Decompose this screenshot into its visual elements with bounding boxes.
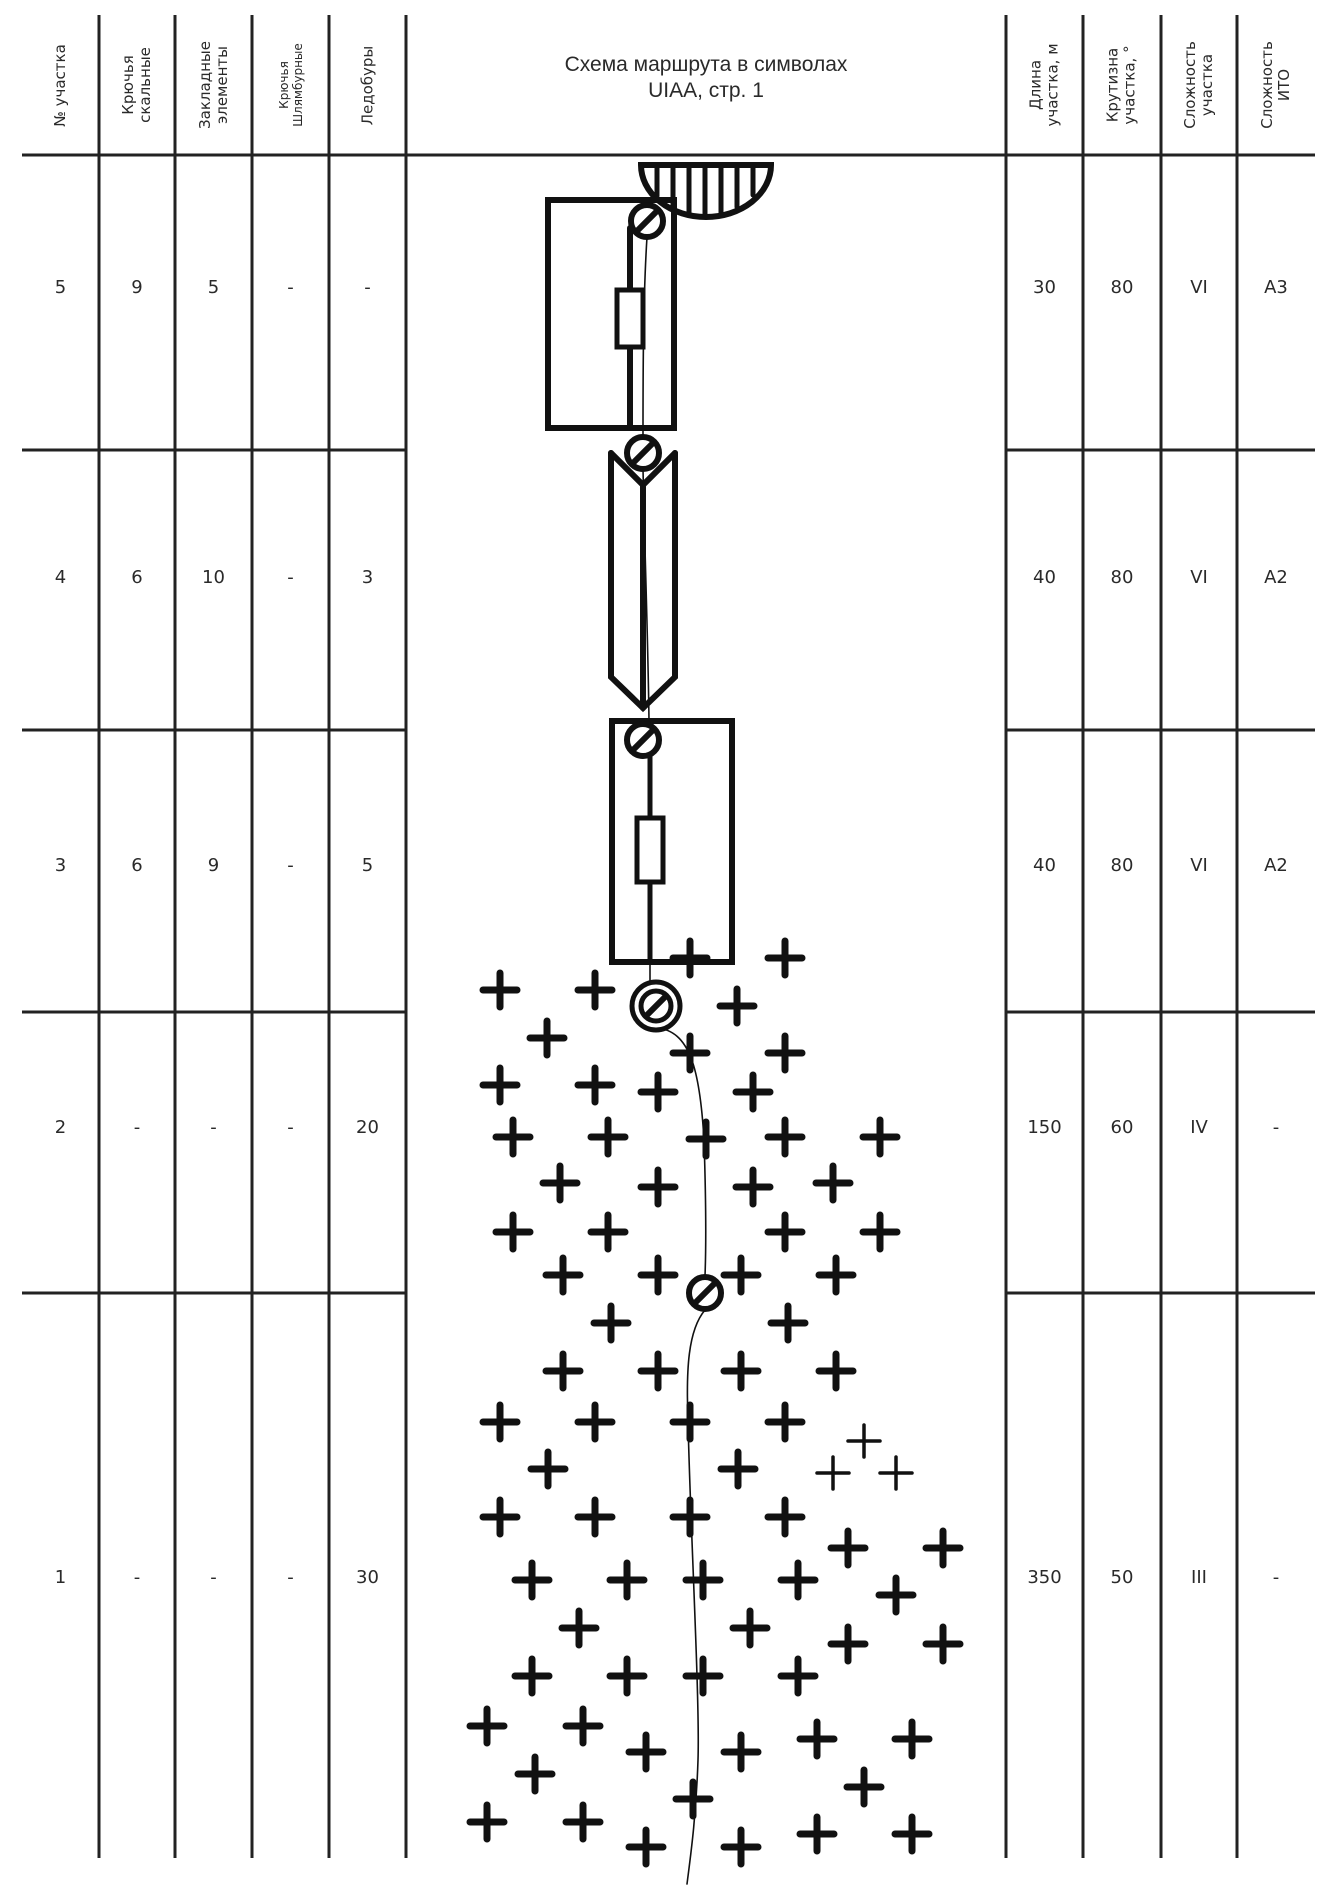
header-difficulty: Сложность участка: [1161, 15, 1237, 155]
header-section-no: № участка: [22, 15, 99, 155]
cell-ice-screws: -: [364, 277, 371, 298]
ice-field-icon: [466, 937, 964, 1868]
belay-station-icon: [624, 721, 662, 759]
header-label: Крутизна участка, °: [1104, 45, 1139, 125]
cell-aid-difficulty: A3: [1264, 277, 1288, 298]
cell-steepness: 80: [1110, 855, 1134, 876]
cell-ice-screws: 30: [356, 1567, 379, 1588]
header-steepness: Крутизна участка, °: [1083, 15, 1161, 155]
header-label: Крючья Шлямбурные: [276, 43, 305, 127]
header-nuts: Закладные элементы: [175, 15, 252, 155]
header-rock-pitons: Крючья скальные: [99, 15, 175, 155]
cell-ice-screws: 20: [356, 1117, 379, 1138]
cell-section-no: 4: [54, 567, 67, 588]
crack-icon: [634, 815, 666, 885]
cell-nuts: 5: [207, 277, 220, 298]
scheme-title: Схема маршрута в символах UIAA, стр. 1: [564, 53, 848, 102]
cell-difficulty: VI: [1190, 855, 1208, 876]
cell-section-no: 1: [54, 1567, 67, 1588]
belay-station-icon: [628, 202, 666, 240]
cell-rock-pitons: 6: [131, 855, 143, 876]
bivouac-belay-icon: [629, 979, 683, 1033]
cell-length: 150: [1027, 1117, 1062, 1138]
cell-bolts: -: [287, 1117, 294, 1138]
cell-rock-pitons: -: [133, 1567, 141, 1588]
header-label: Сложность ИТО: [1258, 41, 1293, 129]
header-bolts: Крючья Шлямбурные: [252, 15, 329, 155]
cell-nuts: 10: [202, 567, 225, 588]
cell-difficulty: VI: [1190, 567, 1208, 588]
header-label: Сложность участка: [1181, 41, 1216, 129]
cell-steepness: 80: [1110, 277, 1134, 298]
cell-section-no: 3: [54, 855, 67, 876]
header-label: Закладные элементы: [195, 41, 231, 129]
rope-line: [642, 236, 707, 1885]
cell-steepness: 80: [1110, 567, 1134, 588]
wall-slab-icon: [545, 197, 677, 431]
cell-bolts: -: [287, 277, 294, 298]
cell-rock-pitons: -: [133, 1117, 141, 1138]
table-rules: [22, 15, 1315, 1858]
cell-aid-difficulty: -: [1272, 1117, 1280, 1138]
cell-ice-screws: 3: [361, 567, 374, 588]
cell-steepness: 60: [1110, 1117, 1134, 1138]
cell-length: 350: [1027, 1567, 1062, 1588]
header-aid-difficulty: Сложность ИТО: [1237, 15, 1315, 155]
header-length: Длина участка, м: [1006, 15, 1083, 155]
belay-station-icon: [686, 1274, 724, 1312]
cell-length: 40: [1033, 855, 1056, 876]
header-label: № участка: [51, 43, 70, 127]
cell-length: 40: [1033, 567, 1056, 588]
cell-bolts: -: [287, 1567, 294, 1588]
cell-section-no: 5: [54, 277, 67, 298]
crack-icon: [614, 287, 646, 350]
header-label: Ледобуры: [358, 45, 376, 125]
cell-nuts: 9: [207, 855, 220, 876]
cell-length: 30: [1033, 277, 1056, 298]
cell-difficulty: III: [1191, 1567, 1207, 1588]
wall-slab-icon: [609, 718, 735, 965]
cell-difficulty: VI: [1190, 277, 1208, 298]
cell-section-no: 2: [54, 1117, 67, 1138]
cell-aid-difficulty: A2: [1264, 567, 1288, 588]
cell-aid-difficulty: A2: [1264, 855, 1288, 876]
cell-bolts: -: [287, 567, 294, 588]
cell-nuts: -: [210, 1567, 217, 1588]
cell-difficulty: IV: [1190, 1117, 1208, 1138]
cell-steepness: 50: [1110, 1567, 1134, 1588]
cell-rock-pitons: 9: [131, 277, 143, 298]
cell-bolts: -: [287, 855, 294, 876]
cell-rock-pitons: 6: [131, 567, 143, 588]
belay-station-icon: [624, 434, 662, 472]
header-ice-screws: Ледобуры: [329, 15, 406, 155]
cell-ice-screws: 5: [361, 855, 374, 876]
header-label: Крючья скальные: [119, 47, 154, 123]
route-scheme: [466, 162, 964, 1885]
header-label: Длина участка, м: [1026, 43, 1062, 127]
ice-field-thin-icon: [815, 1423, 914, 1491]
cell-nuts: -: [210, 1117, 217, 1138]
cell-aid-difficulty: -: [1272, 1567, 1280, 1588]
